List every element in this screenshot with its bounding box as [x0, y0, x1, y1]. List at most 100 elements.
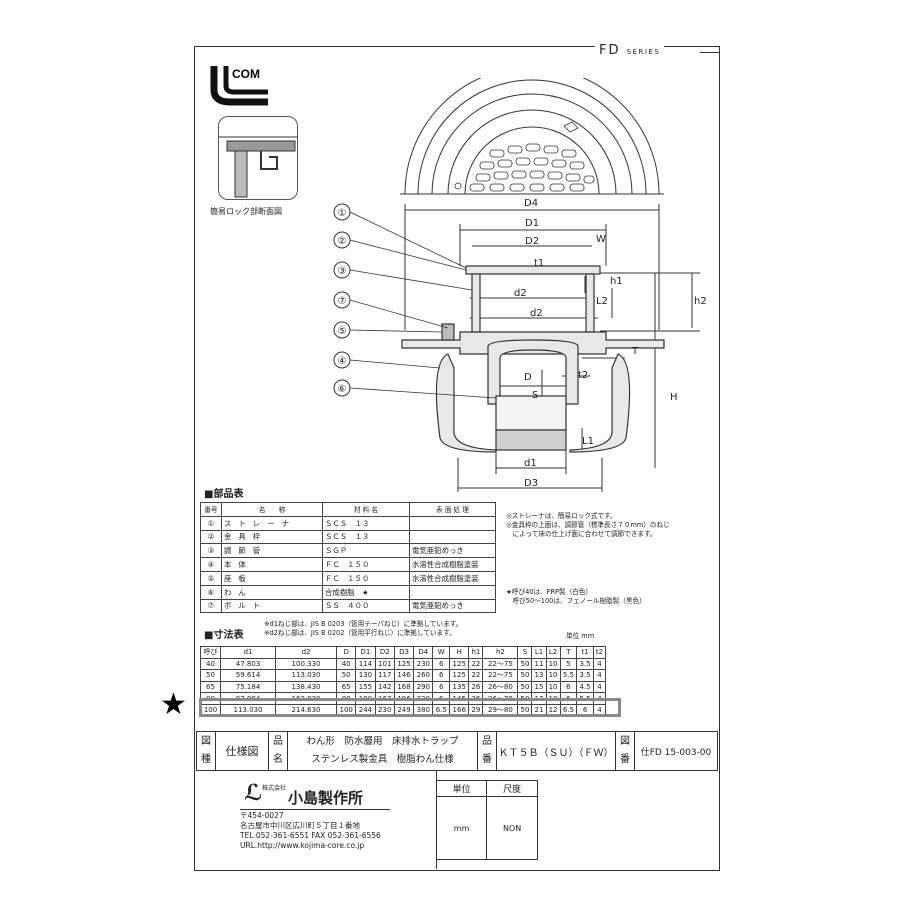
dims-cell: 4 — [592, 680, 607, 694]
highlight-row-frame — [199, 698, 621, 717]
parts-notes: ◎ストレーナは、簡易ロック式です。 ◎金具枠の上面は、調節管（標準長さ７０mm）… — [506, 512, 670, 539]
company-block: ℒ 株式会社 小島製作所 〒454-0027 名古屋市中川区広川町５丁目１番地 … — [196, 771, 437, 869]
dims-cell: 290 — [413, 680, 434, 694]
inset-caption: 簡易ロック部断面図 — [210, 207, 282, 216]
scale-value: NON — [486, 796, 538, 860]
unit-scale-block: 単位 尺度 mm NON — [435, 780, 538, 860]
lock-section-drawing — [219, 136, 297, 198]
dims-cell: 10 — [545, 669, 561, 682]
parts-note-1: ◎ストレーナは、簡易ロック式です。 — [506, 512, 617, 520]
part-no: ⑥ — [200, 584, 222, 600]
part-finish — [409, 584, 496, 600]
drawing-sheet — [194, 46, 720, 871]
callout-leaders — [349, 211, 497, 399]
dims-header-nominal: 呼び — [199, 646, 222, 659]
dims-header-row: 呼び d1 d2 D D1 D2 D3 D4 W H h1 h2 S L1 L2… — [199, 646, 607, 659]
dims-cell: 50 — [336, 669, 357, 682]
unit-label: 単位 — [435, 780, 488, 797]
label-hin: 品 — [273, 736, 283, 747]
dims-cell: 26～80 — [482, 680, 519, 694]
dims-cell: 6 — [559, 680, 578, 694]
series-label: FD SERIES — [595, 43, 665, 58]
part-finish — [409, 515, 496, 531]
company-url: URL.http://www.kojima-core.co.jp — [240, 841, 365, 850]
dim-D: D — [524, 372, 532, 383]
callout-circles — [333, 203, 351, 397]
dims-cell: 142 — [374, 680, 395, 694]
dims-header-L2: L2 — [545, 646, 561, 659]
dim-t2: t2 — [578, 370, 588, 381]
dimension-lines — [404, 204, 700, 492]
part-material: ＳＣＳ １３ — [322, 515, 410, 531]
part-material: 合成樹脂 ★ — [322, 584, 410, 600]
dims-cell: 22 — [468, 669, 484, 682]
part-name: ボルト — [221, 598, 323, 614]
dims-cell: 168 — [393, 680, 415, 694]
dims-cell: 113.030 — [275, 669, 338, 682]
dims-cell: 47.803 — [220, 657, 277, 671]
part-no: ③ — [200, 543, 222, 559]
dims-cell: 22～75 — [482, 669, 519, 682]
part-material: ＳＣＳ １３ — [322, 529, 410, 545]
dim-d2-lower: d2 — [530, 308, 543, 319]
dim-D4: D4 — [524, 198, 538, 209]
dims-cell: 230 — [413, 657, 434, 671]
part-no: ⑤ — [200, 570, 222, 586]
dims-cell: 50 — [517, 680, 533, 694]
dims-header-S: S — [517, 646, 533, 659]
dims-header-t1: t1 — [576, 646, 594, 659]
dims-cell: 114 — [355, 657, 376, 671]
dims-table-title: ■寸法表 — [204, 630, 244, 641]
part-no: ⑦ — [200, 598, 222, 614]
dim-W: W — [596, 234, 606, 245]
part-name: 本体 — [221, 557, 323, 572]
lock-section-inset — [218, 116, 298, 200]
part-finish: 水溶性合成樹脂塗装 — [409, 557, 496, 572]
dims-cell: 22～75 — [482, 657, 519, 671]
dims-cell: 4 — [592, 703, 607, 717]
parts-table-title: ■部品表 — [204, 489, 244, 500]
dims-cell: 125 — [449, 669, 470, 682]
label-shu: 種 — [201, 754, 211, 765]
dims-cell: 4 — [592, 657, 607, 671]
company-divider — [240, 809, 390, 810]
dims-cell: 130 — [355, 669, 376, 682]
dims-cell: 100.330 — [275, 657, 338, 671]
title-block: 図種 仕様図 品名 わん形 防水層用 床排水トラップステンレス製金具 樹脂わん仕… — [196, 731, 718, 771]
part-name: 座板 — [221, 570, 323, 586]
dims-cell: 5.5 — [559, 669, 578, 682]
callout-3: ③ — [338, 266, 347, 277]
dims-cell: 260 — [413, 669, 434, 682]
callout-2: ② — [338, 236, 347, 247]
dim-d1: d1 — [524, 458, 537, 469]
parts-header-material: 材 料 名 — [322, 502, 410, 517]
dims-header-H: H — [449, 646, 470, 659]
section-body — [401, 265, 665, 453]
part-material: ＳＳ ４００ — [322, 598, 410, 614]
dims-cell: 11 — [531, 657, 547, 671]
parts-header-row: 番号 名 称 材 料 名 表 面 処 理 — [200, 502, 496, 517]
callout-numbers: ① ② ③ ⑦ ⑤ ④ ⑥ — [338, 208, 347, 395]
dims-cell: 6 — [432, 680, 451, 694]
callout-1: ① — [338, 208, 347, 219]
product-name-line2: ステンレス製金具 樹脂わん仕様 — [311, 754, 454, 765]
dim-H: H — [670, 392, 678, 403]
star-marker: ★ — [160, 687, 187, 722]
dims-header-D4: D4 — [413, 646, 434, 659]
dims-cell: 101 — [374, 657, 395, 671]
dim-D2: D2 — [525, 236, 539, 247]
company-postal: 〒454-0027 — [240, 811, 284, 820]
logo-text: COM — [232, 67, 260, 81]
parts-note-3: によって床の仕上げ面に合わせて調節できます。 — [506, 530, 657, 538]
dims-cell: 50 — [199, 669, 222, 682]
dims-header-h1: h1 — [468, 646, 484, 659]
series-rule — [700, 52, 720, 53]
dims-cell: 4 — [592, 669, 607, 682]
dimension-label-group: D4 D1 D2 W t1 h1 d2 d2 L2 h2 T D S t2 H … — [514, 198, 707, 489]
unit-value: mm — [435, 796, 488, 860]
zu-ban-cell: 図番 — [615, 731, 635, 771]
